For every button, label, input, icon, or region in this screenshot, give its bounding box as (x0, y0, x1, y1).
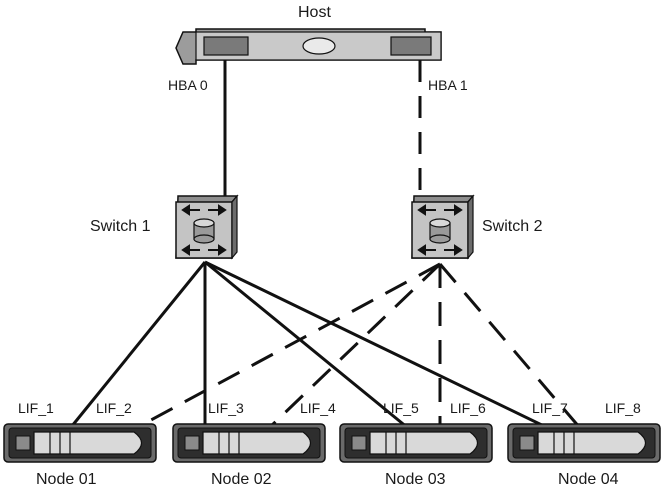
link-switch1-lif1 (70, 261, 207, 427)
lif-3-label: LIF_3 (208, 400, 244, 416)
switch-1-router-icon (193, 218, 215, 244)
fabric-2-links (137, 262, 582, 429)
link-switch2-lif4 (268, 262, 442, 429)
switch-1-arrows-icon (181, 204, 227, 256)
switch-2-device (411, 194, 475, 260)
link-switch1-lif7 (204, 260, 549, 430)
link-switch1-lif5 (204, 260, 409, 430)
host-indicator (302, 37, 336, 55)
hba1-label: HBA 1 (428, 77, 468, 93)
switch-1-device (175, 194, 239, 260)
host-port-right (390, 36, 432, 56)
link-switch2-lif2 (137, 262, 441, 429)
switch-1-label: Switch 1 (90, 218, 151, 235)
lif-4-label: LIF_4 (300, 400, 336, 416)
node-02-device (172, 423, 326, 463)
switch-2-arrows-icon (417, 204, 463, 256)
node-04-label: Node 04 (558, 471, 619, 488)
host-port-left (203, 36, 249, 56)
host-label: Host (298, 4, 331, 21)
switch-2-label: Switch 2 (482, 218, 543, 235)
lif-8-label: LIF_8 (605, 400, 641, 416)
switch-2-router-icon (429, 218, 451, 244)
node-03-device (339, 423, 493, 463)
lif-6-label: LIF_6 (450, 400, 486, 416)
host-device (175, 28, 442, 65)
lif-5-label: LIF_5 (383, 400, 419, 416)
lif-2-label: LIF_2 (96, 400, 132, 416)
node-03-label: Node 03 (385, 471, 446, 488)
lif-1-label: LIF_1 (18, 400, 54, 416)
lif-7-label: LIF_7 (532, 400, 568, 416)
node-02-label: Node 02 (211, 471, 272, 488)
node-01-device (3, 423, 157, 463)
node-04-device (507, 423, 661, 463)
hba0-label: HBA 0 (168, 77, 208, 93)
fabric-1-links (70, 260, 549, 430)
node-01-label: Node 01 (36, 471, 97, 488)
